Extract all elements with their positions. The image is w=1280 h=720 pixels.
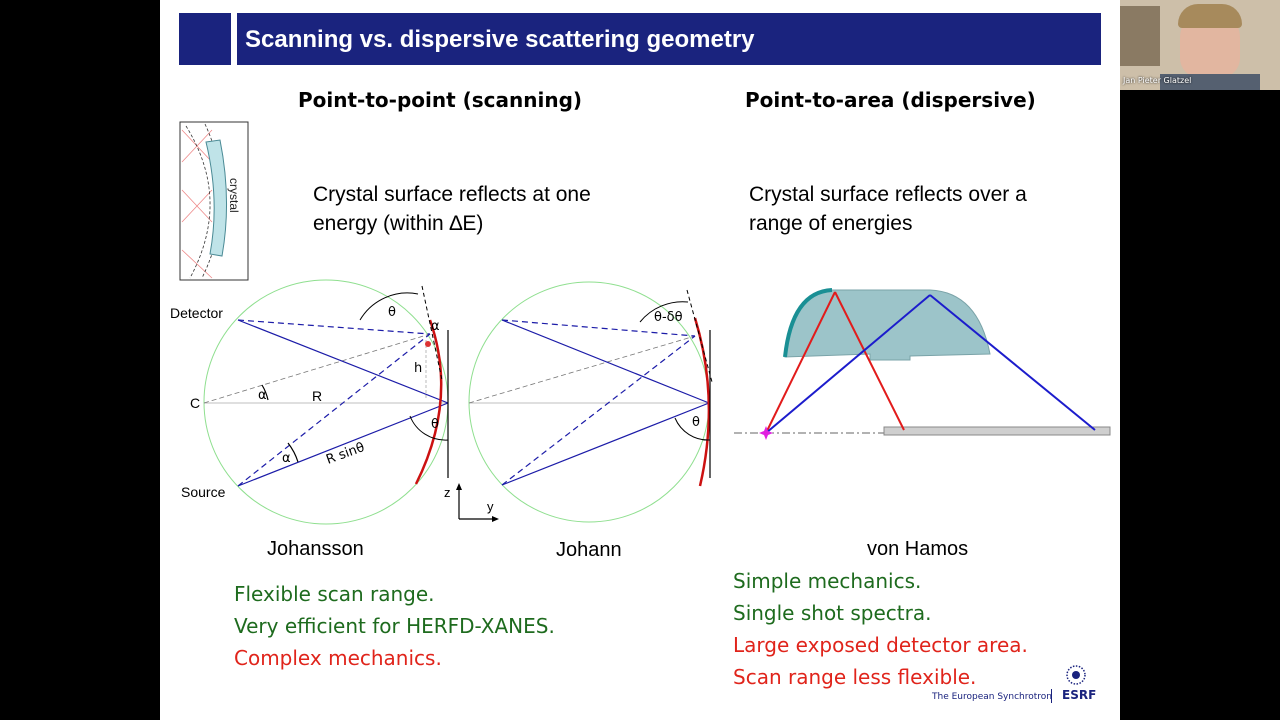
axis-z-label: z — [444, 485, 451, 500]
left-bullet-con-1: Complex mechanics. — [234, 646, 442, 670]
left-heading: Point-to-point (scanning) — [298, 88, 583, 112]
webcam-participant-name: Jan Pieter Glatzel — [1123, 76, 1192, 85]
title-bar: Scanning vs. dispersive scattering geome… — [237, 13, 1101, 65]
left-description-line-2: energy (within ∆E) — [313, 212, 484, 235]
right-bullet-con-1: Large exposed detector area. — [733, 633, 1028, 657]
webcam-hair — [1178, 4, 1242, 28]
von-hamos-label: von Hamos — [867, 538, 969, 560]
right-description-line-2: range of energies — [749, 212, 913, 235]
johann-theta-dtheta-label: θ-δθ — [654, 310, 683, 325]
left-description: Crystal surface reflects at one energy (… — [313, 180, 591, 238]
johann-label: Johann — [556, 539, 622, 561]
webcam-shirt — [1160, 74, 1260, 90]
esrf-logo-icon — [1066, 665, 1086, 685]
right-bullet-list: Simple mechanics. Single shot spectra. L… — [733, 565, 1028, 693]
webcam-shelf — [1120, 6, 1160, 66]
esrf-logo-text: ESRF — [1062, 688, 1097, 702]
right-bullet-pro-2: Single shot spectra. — [733, 601, 932, 625]
johansson-diagram: Detector C Source θ α h α R θ α R sinθ z… — [170, 279, 499, 525]
right-description: Crystal surface reflects over a range of… — [749, 180, 1027, 238]
johansson-rsintheta-label: R sinθ — [324, 440, 367, 468]
slide-title: Scanning vs. dispersive scattering geome… — [245, 26, 755, 53]
left-bullet-pro-1: Flexible scan range. — [234, 582, 435, 606]
johansson-c-label: C — [190, 395, 200, 411]
slide: Scanning vs. dispersive scattering geome… — [160, 0, 1120, 720]
von-hamos-crystal-cylinder — [784, 289, 991, 361]
webcam-video: Jan Pieter Glatzel — [1120, 0, 1280, 90]
right-description-line-1: Crystal surface reflects over a — [749, 183, 1027, 206]
diagram-canvas: crystal Detector C Source θ α h — [170, 121, 1111, 525]
johansson-h-label: h — [414, 361, 422, 376]
left-description-line-1: Crystal surface reflects at one — [313, 183, 591, 206]
title-accent-block — [179, 13, 231, 65]
left-bullet-pro-2: Very efficient for HERFD-XANES. — [234, 614, 555, 638]
crystal-inset-label: crystal — [227, 178, 241, 213]
johann-diagram: θ-δθ θ — [468, 281, 713, 523]
johansson-alpha-lower: α — [282, 451, 291, 466]
johansson-label: Johansson — [267, 538, 364, 560]
axis-y-label: y — [487, 499, 494, 514]
johansson-alpha-right: α — [431, 319, 440, 334]
von-hamos-detector — [883, 426, 1111, 436]
footer-text: The European Synchrotron — [932, 692, 1052, 702]
johansson-r-label: R — [312, 388, 322, 404]
right-bullet-con-2: Scan range less flexible. — [733, 665, 977, 689]
johansson-alpha-left: α — [258, 388, 267, 403]
johansson-source-label: Source — [181, 484, 226, 500]
right-heading: Point-to-area (dispersive) — [745, 88, 1036, 112]
johansson-detector-label: Detector — [170, 305, 223, 321]
footer-divider — [1051, 689, 1052, 703]
left-bullet-list: Flexible scan range. Very efficient for … — [234, 578, 555, 674]
johann-theta-label: θ — [692, 415, 700, 430]
crystal-inset: crystal — [179, 121, 249, 281]
johansson-theta-top: θ — [388, 305, 396, 320]
right-bullet-pro-1: Simple mechanics. — [733, 569, 922, 593]
johansson-theta-bottom: θ — [431, 417, 439, 432]
rowland-circle-johansson — [203, 279, 449, 525]
von-hamos-diagram — [734, 288, 1111, 440]
johansson-crystal — [414, 319, 443, 485]
